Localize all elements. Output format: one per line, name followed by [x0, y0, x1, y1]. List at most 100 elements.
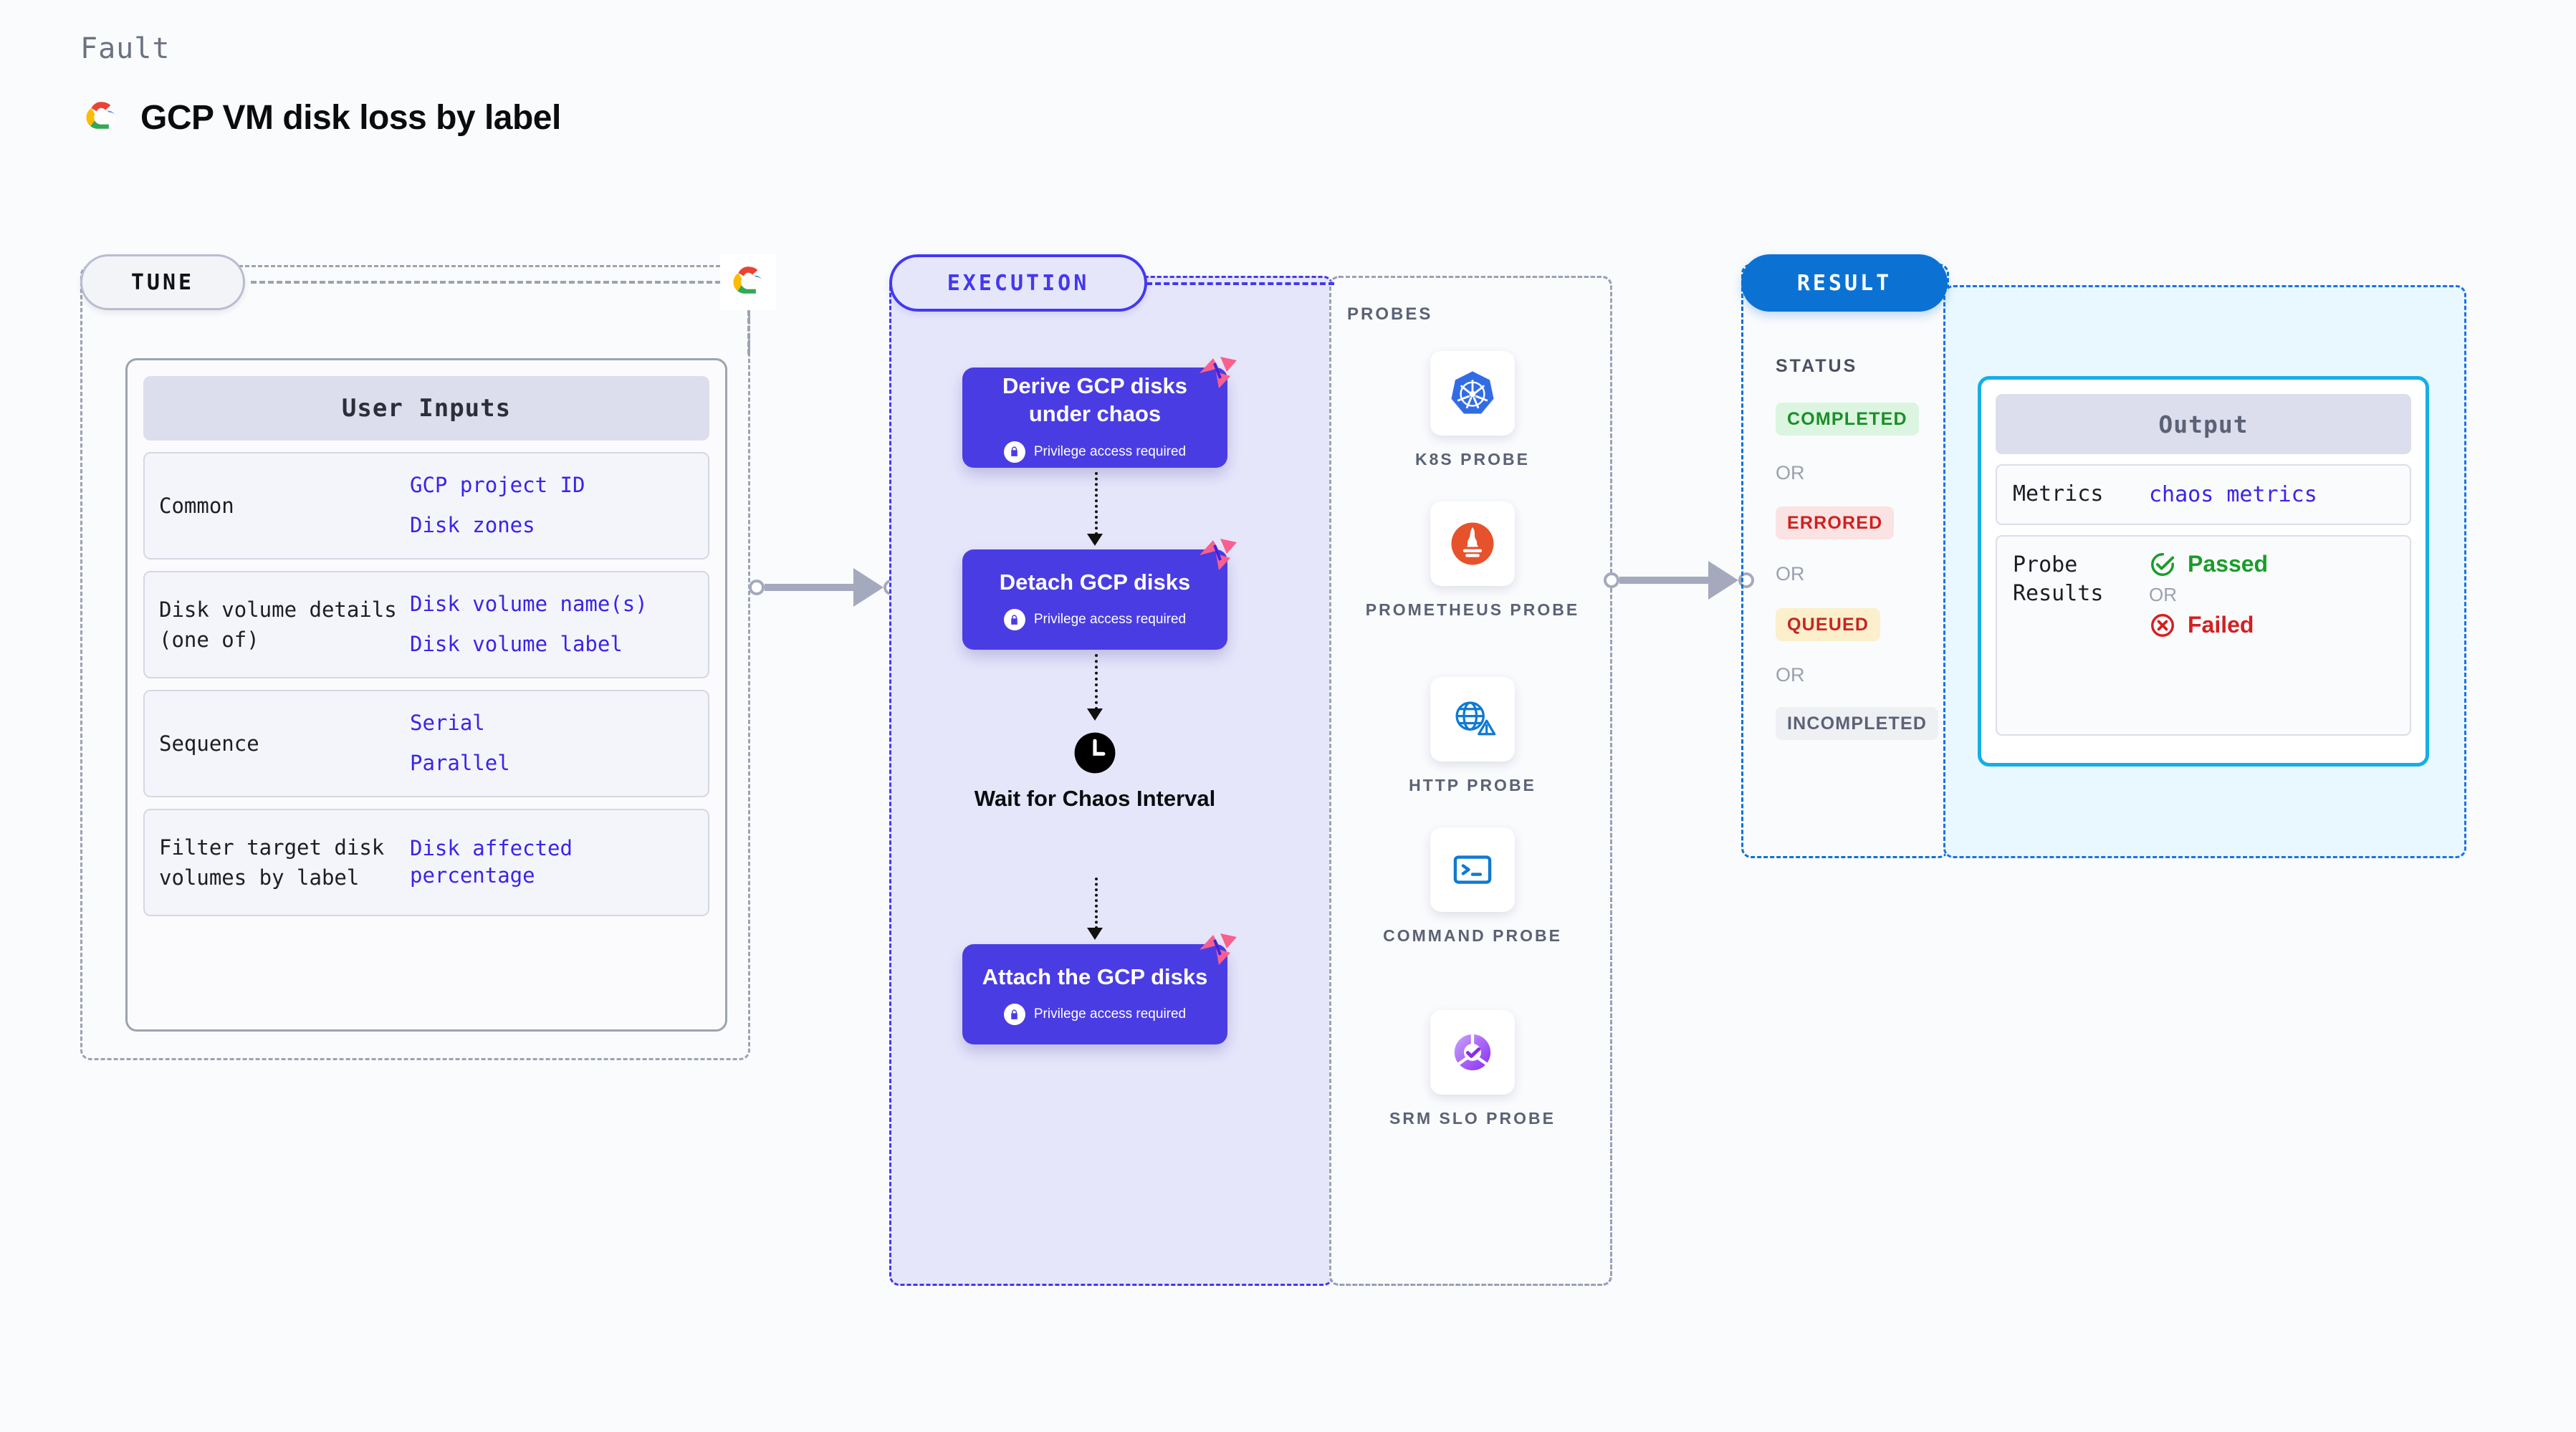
- tune-section-panel: [80, 265, 750, 1060]
- user-inputs-row: Common GCP project ID Disk zones: [143, 452, 709, 559]
- prometheus-icon: [1430, 501, 1515, 586]
- status-badge-queued: QUEUED: [1776, 608, 1881, 641]
- passed-label: Passed: [2188, 551, 2269, 577]
- flow-arrow-line: [1095, 472, 1098, 535]
- user-inputs-title: User Inputs: [143, 376, 709, 441]
- srm-slo-icon: [1430, 1010, 1515, 1095]
- page-eyebrow: Fault: [80, 32, 171, 65]
- metrics-value[interactable]: chaos metrics: [2149, 481, 2317, 507]
- probe-item-srm-slo[interactable]: SRM SLO PROBE: [1354, 1010, 1591, 1130]
- connector-arrowhead-icon: [853, 568, 884, 607]
- connector-arrowhead-icon: [1708, 561, 1738, 600]
- connector-tune-to-execution: [749, 568, 899, 607]
- status-or-label: OR: [1776, 462, 1805, 484]
- flow-arrow-line: [1095, 878, 1098, 929]
- user-inputs-row: Filter target disk volumes by label Disk…: [143, 809, 709, 916]
- row-value[interactable]: Disk affected percentage: [410, 836, 573, 888]
- status-or-label: OR: [1776, 563, 1805, 585]
- execution-step-derive[interactable]: Derive GCP disks under chaos Privilege a…: [962, 357, 1237, 468]
- flow-arrow-head-icon: [1087, 534, 1103, 546]
- clock-icon: [1073, 731, 1117, 775]
- step-note-text: Privilege access required: [1033, 1006, 1187, 1022]
- connector-dot: [1604, 572, 1619, 588]
- result-section-panel: [1741, 264, 1949, 858]
- litmus-chaos-badge-icon: [1197, 537, 1239, 574]
- connector-bar: [1619, 577, 1708, 584]
- probe-label: HTTP PROBE: [1409, 776, 1536, 794]
- user-inputs-card: User Inputs Common GCP project ID Disk z…: [125, 358, 727, 1032]
- row-label: Filter target disk volumes by label: [159, 835, 385, 890]
- page-header: GCP VM disk loss by label: [80, 97, 561, 138]
- connector-bar: [765, 584, 853, 591]
- row-label: Common: [159, 493, 234, 518]
- probe-result-failed: Failed: [2149, 612, 2268, 639]
- row-label: Disk volume details (one of): [159, 597, 397, 652]
- user-inputs-row: Disk volume details (one of) Disk volume…: [143, 571, 709, 678]
- page-title: GCP VM disk loss by label: [140, 98, 561, 137]
- step-privilege-note: Privilege access required: [1003, 609, 1187, 631]
- execution-wait-node: Wait for Chaos Interval: [962, 731, 1227, 812]
- probe-results-values: Passed OR Failed: [2149, 551, 2268, 639]
- failed-label: Failed: [2188, 612, 2254, 638]
- row-value[interactable]: Disk volume name(s): [410, 592, 648, 617]
- probe-label: COMMAND PROBE: [1383, 926, 1562, 945]
- execution-section-pill[interactable]: EXECUTION: [889, 254, 1147, 312]
- row-value[interactable]: Serial: [410, 711, 485, 736]
- step-title: Attach the GCP disks: [982, 964, 1208, 989]
- probe-label: SRM SLO PROBE: [1389, 1109, 1556, 1128]
- probe-results-or-label: OR: [2149, 583, 2177, 605]
- flow-arrow-head-icon: [1087, 928, 1103, 940]
- http-globe-icon: [1430, 677, 1515, 761]
- status-badge-completed: COMPLETED: [1776, 403, 1919, 436]
- wait-label: Wait for Chaos Interval: [974, 786, 1216, 811]
- probe-result-passed: Passed: [2149, 551, 2268, 578]
- user-inputs-row: Sequence Serial Parallel: [143, 690, 709, 797]
- row-values: Disk affected percentage: [410, 835, 694, 889]
- flow-arrow-head-icon: [1087, 708, 1103, 721]
- step-title: Derive GCP disks under chaos: [1002, 373, 1187, 426]
- status-or-label: OR: [1776, 664, 1805, 686]
- gcp-cloud-logo-icon: [80, 97, 122, 138]
- output-row-probe-results: Probe Results Passed OR Failed: [1996, 534, 2411, 736]
- execution-step-attach[interactable]: Attach the GCP disks Privilege access re…: [962, 933, 1237, 1044]
- step-privilege-note: Privilege access required: [1003, 1004, 1187, 1026]
- check-circle-icon: [2151, 552, 2175, 576]
- probe-item-command[interactable]: COMMAND PROBE: [1354, 827, 1591, 947]
- flow-arrow-line: [1095, 654, 1098, 710]
- tune-gcp-logo-icon: [720, 254, 776, 310]
- litmus-chaos-badge-icon: [1197, 355, 1239, 392]
- step-note-text: Privilege access required: [1033, 612, 1187, 628]
- probe-item-prometheus[interactable]: PROMETHEUS PROBE: [1354, 501, 1591, 621]
- probe-item-http[interactable]: HTTP PROBE: [1354, 677, 1591, 797]
- row-values: GCP project ID Disk zones: [410, 472, 694, 539]
- tune-leader-line: [251, 281, 738, 284]
- row-value[interactable]: GCP project ID: [410, 473, 585, 498]
- row-value[interactable]: Parallel: [410, 751, 510, 775]
- tune-section-pill[interactable]: TUNE: [80, 254, 245, 310]
- row-values: Serial Parallel: [410, 710, 694, 777]
- litmus-chaos-badge-icon: [1197, 931, 1239, 969]
- row-value[interactable]: Disk zones: [410, 513, 535, 537]
- probe-results-label: Probe Results: [2013, 552, 2104, 607]
- terminal-icon: [1430, 827, 1515, 912]
- execution-leader-line: [1146, 282, 1334, 285]
- tune-logo-stem: [747, 310, 750, 355]
- result-section-pill[interactable]: RESULT: [1741, 254, 1948, 312]
- execution-step-detach[interactable]: Detach GCP disks Privilege access requir…: [962, 539, 1237, 650]
- lock-icon: [1003, 1004, 1025, 1026]
- row-value[interactable]: Disk volume label: [410, 632, 623, 656]
- probes-title: PROBES: [1347, 304, 1433, 324]
- x-circle-icon: [2151, 613, 2174, 637]
- connector-dot: [749, 580, 765, 595]
- step-note-text: Privilege access required: [1033, 443, 1187, 459]
- output-row-metrics: Metrics chaos metrics: [1996, 464, 2411, 525]
- probe-label: K8S PROBE: [1415, 450, 1530, 468]
- status-badge-incompleted: INCOMPLETED: [1776, 707, 1939, 740]
- metrics-label: Metrics: [2013, 481, 2104, 506]
- probe-item-k8s[interactable]: K8S PROBE: [1354, 351, 1591, 471]
- probe-label: PROMETHEUS PROBE: [1365, 600, 1580, 619]
- lock-icon: [1003, 609, 1025, 631]
- row-values: Disk volume name(s) Disk volume label: [410, 591, 694, 658]
- lock-icon: [1003, 441, 1025, 463]
- row-label: Sequence: [159, 731, 259, 756]
